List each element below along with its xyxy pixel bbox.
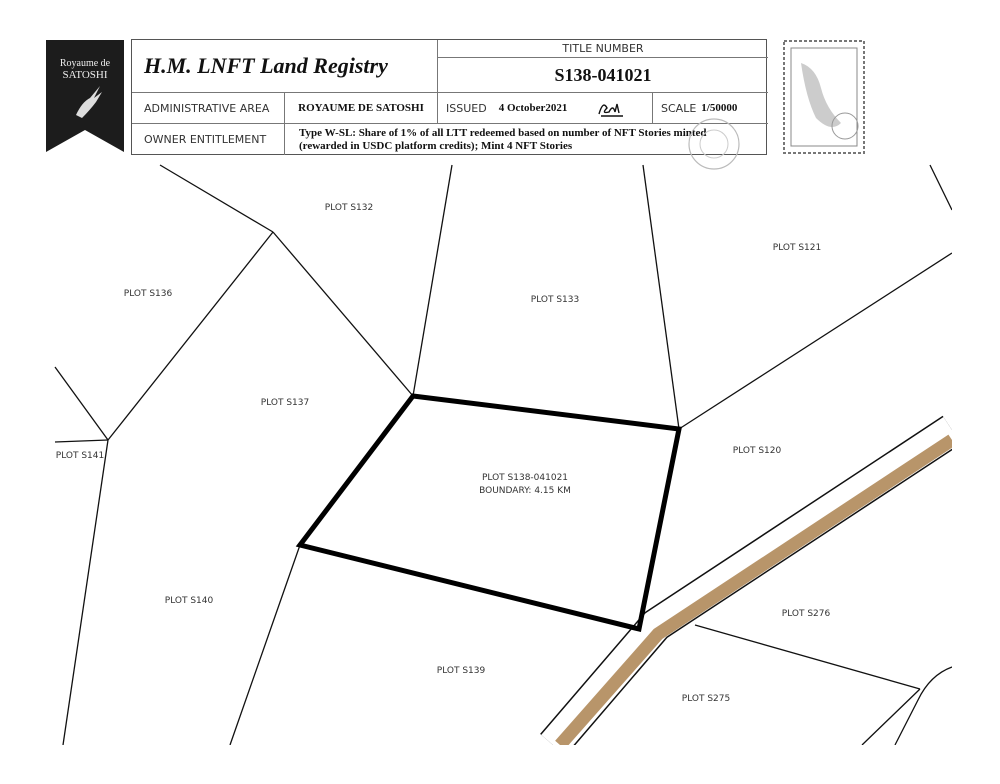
- registry-header: H.M. LNFT Land Registry TITLE NUMBER S13…: [131, 39, 768, 155]
- plot-label-s140: PLOT S140: [164, 596, 214, 606]
- owner-entitlement-line2: (rewarded in USDC platform credits); Min…: [299, 139, 573, 152]
- plot-label-s133: PLOT S133: [530, 295, 580, 305]
- admin-area-label: ADMINISTRATIVE AREA: [132, 93, 285, 123]
- postage-stamp-icon: [783, 40, 865, 154]
- issued-label: ISSUED: [446, 101, 487, 115]
- scale-field: SCALE 1/50000: [653, 93, 768, 123]
- owner-entitlement-label: OWNER ENTITLEMENT: [132, 124, 285, 155]
- plot-label-s141: PLOT S141: [55, 451, 105, 461]
- plot-label-s132: PLOT S132: [324, 203, 374, 213]
- plot-label-s276: PLOT S276: [781, 609, 831, 619]
- signature-icon: [598, 103, 624, 117]
- plot-boundary-length: BOUNDARY: 4.15 KM: [479, 486, 571, 496]
- registry-title: H.M. LNFT Land Registry: [132, 40, 438, 92]
- plot-label-s139: PLOT S139: [436, 666, 486, 676]
- owner-entitlement-line1: Type W-SL: Share of 1% of all LTT redeem…: [299, 126, 707, 139]
- owner-entitlement-value: Type W-SL: Share of 1% of all LTT redeem…: [285, 124, 768, 155]
- logo-line2: SATOSHI: [62, 69, 107, 81]
- plot-label-s121: PLOT S121: [772, 243, 822, 253]
- admin-area-value: ROYAUME DE SATOSHI: [285, 93, 438, 123]
- plot-label-s137: PLOT S137: [260, 398, 310, 408]
- title-number-label: TITLE NUMBER: [438, 40, 768, 58]
- winged-foot-icon: [76, 86, 102, 118]
- plot-label-main: PLOT S138-041021: [481, 473, 569, 483]
- plot-label-s136: PLOT S136: [123, 289, 173, 299]
- issued-field: ISSUED 4 October2021: [438, 93, 653, 123]
- selected-plot-boundary: [295, 393, 682, 633]
- title-number: S138-041021: [554, 64, 652, 85]
- road: [540, 415, 962, 757]
- plot-label-s120: PLOT S120: [732, 446, 782, 456]
- logo-line1: Royaume de: [60, 58, 111, 69]
- postmark-seal-icon: [688, 118, 740, 170]
- plot-label-s275: PLOT S275: [681, 694, 731, 704]
- issued-date: 4 October2021: [498, 102, 568, 114]
- royaume-de-satoshi-logo: Royaume de SATOSHI: [46, 40, 124, 152]
- scale-value: 1/50000: [701, 102, 738, 114]
- scale-label: SCALE: [661, 101, 697, 115]
